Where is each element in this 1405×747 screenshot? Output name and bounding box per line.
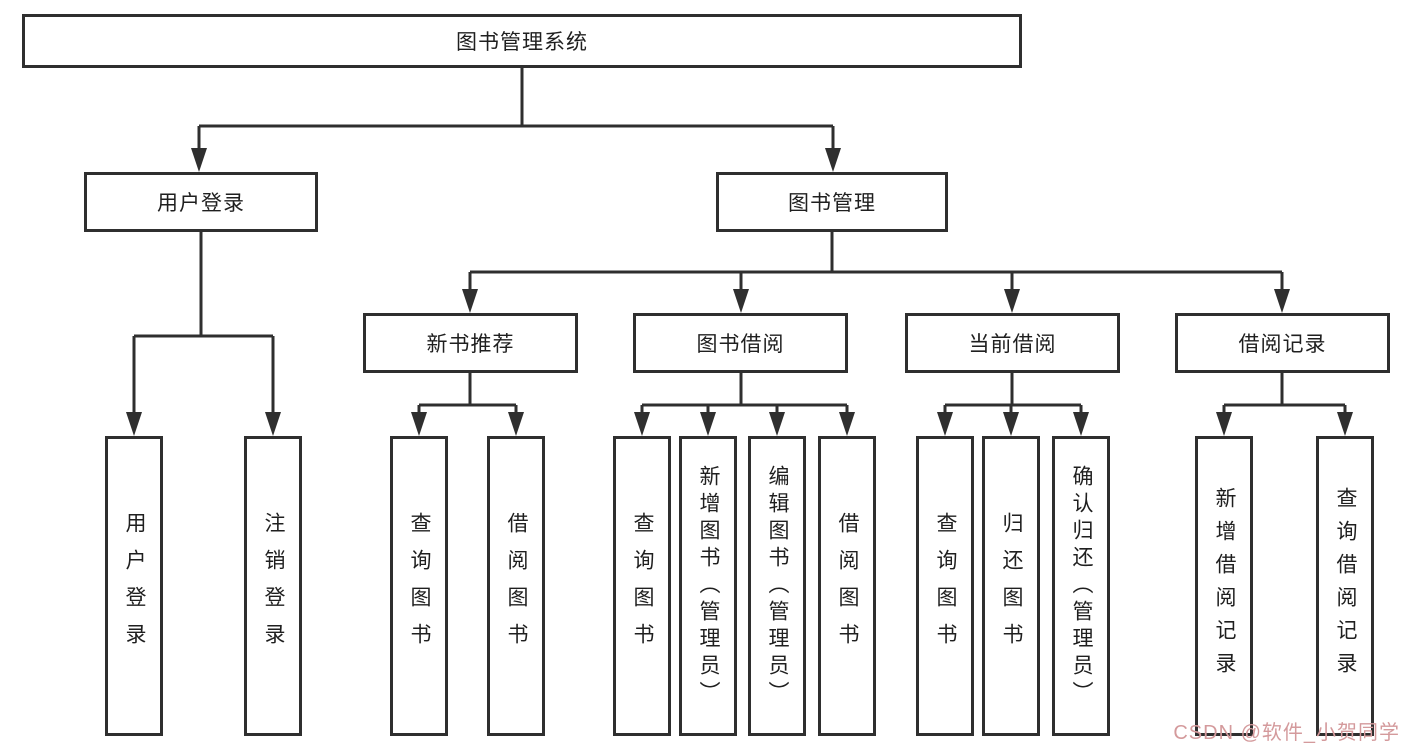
- leaf-borrow-book-borrow-label: 借阅图书: [836, 512, 859, 660]
- leaf-return-book: 归还图书: [982, 436, 1040, 736]
- leaf-query-book-borrow: 查询图书: [613, 436, 671, 736]
- node-book-borrowing: 图书借阅: [633, 313, 848, 373]
- leaf-borrow-book-newrec-label: 借阅图书: [505, 512, 528, 660]
- leaf-confirm-return-admin-label: 确认归还（管理员）: [1070, 464, 1093, 708]
- csdn-watermark: CSDN @软件_小贺同学: [1173, 722, 1400, 744]
- leaf-query-book-newrec: 查询图书: [390, 436, 448, 736]
- node-new-book-recommendation-label: 新书推荐: [426, 333, 515, 356]
- node-book-management-label: 图书管理: [788, 192, 876, 215]
- leaf-query-borrow-record: 查询借阅记录: [1316, 436, 1374, 736]
- leaf-user-login-label: 用户登录: [123, 512, 146, 660]
- node-borrowing-records: 借阅记录: [1175, 313, 1390, 373]
- leaf-confirm-return-admin: 确认归还（管理员）: [1052, 436, 1110, 736]
- leaf-query-book-current-label: 查询图书: [934, 512, 957, 660]
- node-current-borrowing: 当前借阅: [905, 313, 1120, 373]
- node-new-book-recommendation: 新书推荐: [363, 313, 578, 373]
- leaf-add-book-admin-label: 新增图书（管理员）: [697, 464, 720, 708]
- leaf-query-book-borrow-label: 查询图书: [631, 512, 654, 660]
- leaf-borrow-book-borrow: 借阅图书: [818, 436, 876, 736]
- node-user-login-group: 用户登录: [84, 172, 318, 232]
- leaf-add-borrow-record: 新增借阅记录: [1195, 436, 1253, 736]
- node-current-borrowing-label: 当前借阅: [968, 333, 1057, 356]
- leaf-query-book-current: 查询图书: [916, 436, 974, 736]
- leaf-edit-book-admin-label: 编辑图书（管理员）: [766, 464, 789, 708]
- leaf-logout-label: 注销登录: [262, 512, 285, 660]
- leaf-user-login: 用户登录: [105, 436, 163, 736]
- node-book-borrowing-label: 图书借阅: [696, 333, 785, 356]
- leaf-edit-book-admin: 编辑图书（管理员）: [748, 436, 806, 736]
- leaf-add-book-admin: 新增图书（管理员）: [679, 436, 737, 736]
- leaf-logout: 注销登录: [244, 436, 302, 736]
- node-borrowing-records-label: 借阅记录: [1238, 333, 1327, 356]
- leaf-query-book-newrec-label: 查询图书: [408, 512, 431, 660]
- leaf-add-borrow-record-label: 新增借阅记录: [1213, 487, 1236, 685]
- leaf-borrow-book-newrec: 借阅图书: [487, 436, 545, 736]
- node-book-management: 图书管理: [716, 172, 948, 232]
- arrowheads: [126, 148, 1353, 436]
- leaf-return-book-label: 归还图书: [1000, 512, 1023, 660]
- node-user-login-group-label: 用户登录: [157, 192, 245, 215]
- node-root: 图书管理系统: [22, 14, 1022, 68]
- leaf-query-borrow-record-label: 查询借阅记录: [1334, 487, 1357, 685]
- node-root-label: 图书管理系统: [456, 31, 588, 54]
